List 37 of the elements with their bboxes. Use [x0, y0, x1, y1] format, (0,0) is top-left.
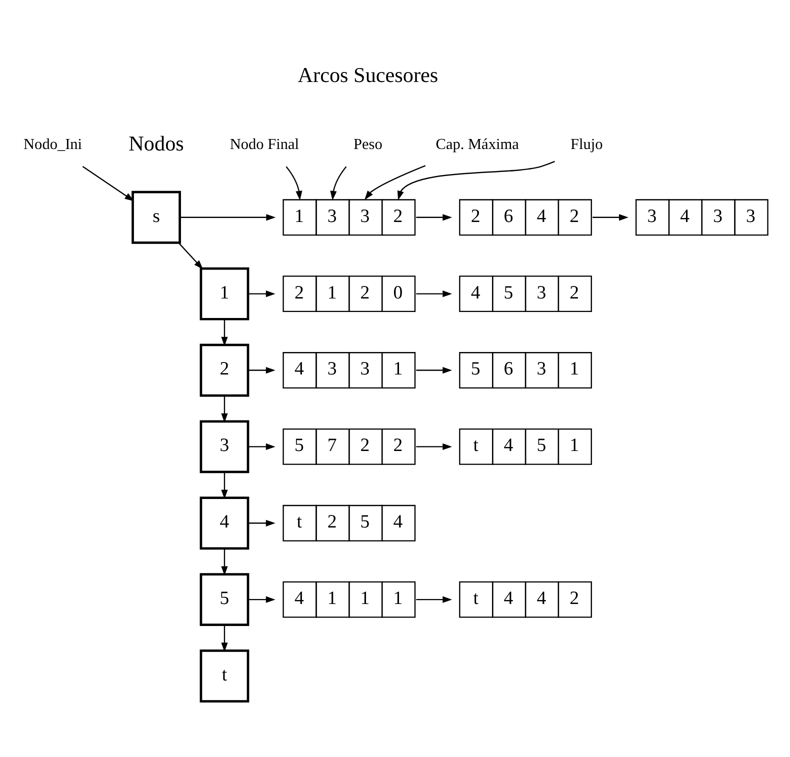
arrow: [286, 166, 302, 200]
node-text: Nodo_Ini: [24, 136, 82, 154]
arrow: [221, 625, 228, 652]
arrow: [592, 214, 628, 221]
node-box: 4: [200, 496, 250, 550]
arrow: [178, 242, 204, 270]
arrow: [416, 290, 452, 298]
arrow: [364, 165, 426, 200]
arrow: [416, 366, 452, 374]
arrow: [330, 166, 347, 200]
node-text: Nodo Final: [230, 136, 300, 154]
label: Arcos Sucesores: [298, 63, 438, 88]
arrow: [221, 319, 228, 346]
arrow: [82, 166, 134, 202]
arrow: [248, 596, 276, 603]
node-box: 1: [200, 267, 250, 320]
label: Nodos: [128, 131, 184, 156]
arrow: [180, 214, 276, 221]
arrow: [248, 366, 276, 374]
arrow: [397, 160, 555, 200]
node-box: s: [132, 190, 181, 244]
arrow: [416, 443, 452, 450]
node-box: 3: [200, 420, 250, 474]
node-box: 2: [200, 344, 250, 397]
arrow: [416, 596, 452, 603]
node-text: Peso: [354, 136, 382, 154]
arrow: [221, 396, 228, 423]
arrow: [248, 443, 276, 450]
arrow: [248, 290, 276, 298]
node-box: 5: [200, 573, 250, 626]
node-text: Flujo: [570, 136, 603, 154]
arrow: [416, 214, 452, 221]
arrow: [248, 520, 276, 526]
arrow: [221, 548, 228, 576]
node-box: t: [200, 650, 250, 702]
node-text: Cap. Máxima: [436, 136, 519, 154]
arrow: [221, 472, 228, 500]
